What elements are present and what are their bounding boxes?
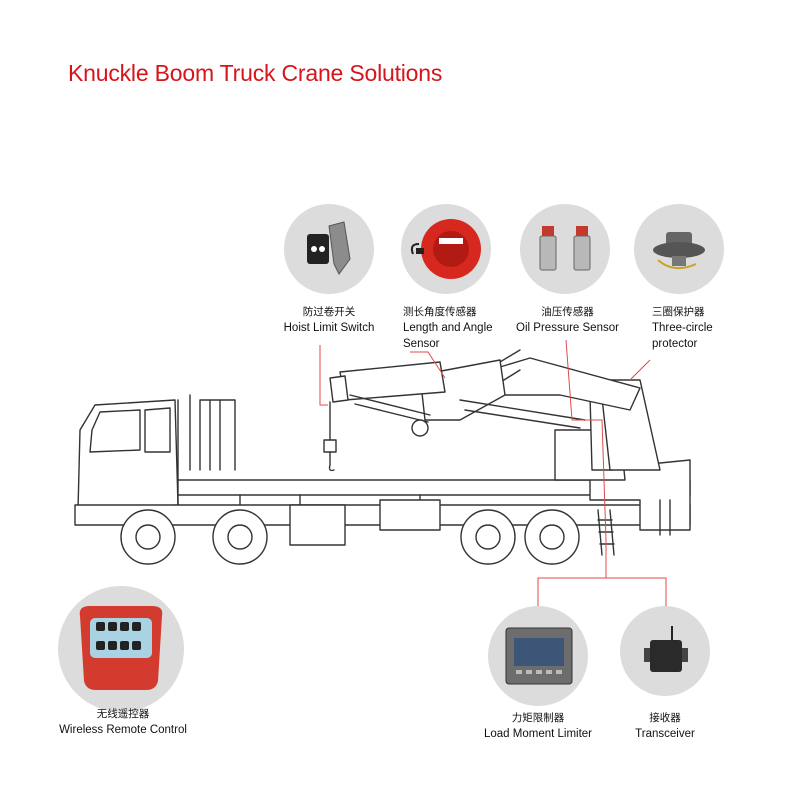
length-angle-sensor-en2: Sensor [403,338,440,350]
wireless-remote-control-en: Wireless Remote Control [59,724,187,736]
length-angle-sensor-label: 测长角度传感器 Length and Angle Sensor [403,304,523,352]
three-circle-protector-en2: protector [652,338,698,350]
leader-oil-pressure [565,339,607,541]
length-angle-sensor-image [401,204,491,294]
load-moment-limiter-label: 力矩限制器 Load Moment Limiter [468,710,608,742]
oil-pressure-sensor-cn: 油压传感器 [541,306,594,318]
oil-pressure-sensor-image [520,204,610,294]
switch-lever [328,221,351,275]
leader-length-angle [410,351,446,379]
load-moment-limiter-image [488,606,588,706]
three-circle-protector-en1: Three-circle [652,322,713,334]
leader-transceiver [606,577,667,610]
sensor-right [576,226,588,236]
switch-body [307,234,329,264]
hoist-limit-switch-cn: 防过卷开关 [302,306,356,318]
hoist-limit-switch-en: Hoist Limit Switch [283,322,375,334]
three-circle-protector-label: 三圈保护器 Three-circle protector [652,304,752,352]
load-moment-limiter-cn: 力矩限制器 [511,712,565,724]
hoist-limit-switch-image [284,204,374,294]
transceiver-body [650,640,682,672]
sensor-left [542,226,554,236]
sensor-cable [410,243,420,255]
transceiver-image [620,606,710,696]
transceiver-label: 接收器 Transceiver [610,710,720,742]
oil-pressure-sensor-label: 油压传感器 Oil Pressure Sensor [510,304,625,336]
oil-pressure-sensor-en: Oil Pressure Sensor [516,322,619,334]
three-circle-protector-image [634,204,724,294]
length-angle-sensor-en1: Length and Angle [403,322,493,334]
wireless-remote-control-label: 无线遥控器 Wireless Remote Control [48,706,198,738]
leader-limiter [537,540,607,610]
limiter-screen [514,638,564,666]
three-circle-protector-cn: 三圈保护器 [652,306,705,318]
wireless-remote-control-image [58,586,184,712]
load-moment-limiter-en: Load Moment Limiter [483,728,593,740]
leader-three-circle [629,359,651,381]
leader-hoist-limit [319,345,328,406]
length-angle-sensor-cn: 测长角度传感器 [403,306,477,318]
transceiver-cn: 接收器 [649,712,681,724]
page-title: Knuckle Boom Truck Crane Solutions [68,60,443,86]
hoist-limit-switch-label: 防过卷开关 Hoist Limit Switch [274,304,384,336]
transceiver-en: Transceiver [635,728,695,740]
wireless-remote-control-cn: 无线遥控器 [96,708,150,720]
